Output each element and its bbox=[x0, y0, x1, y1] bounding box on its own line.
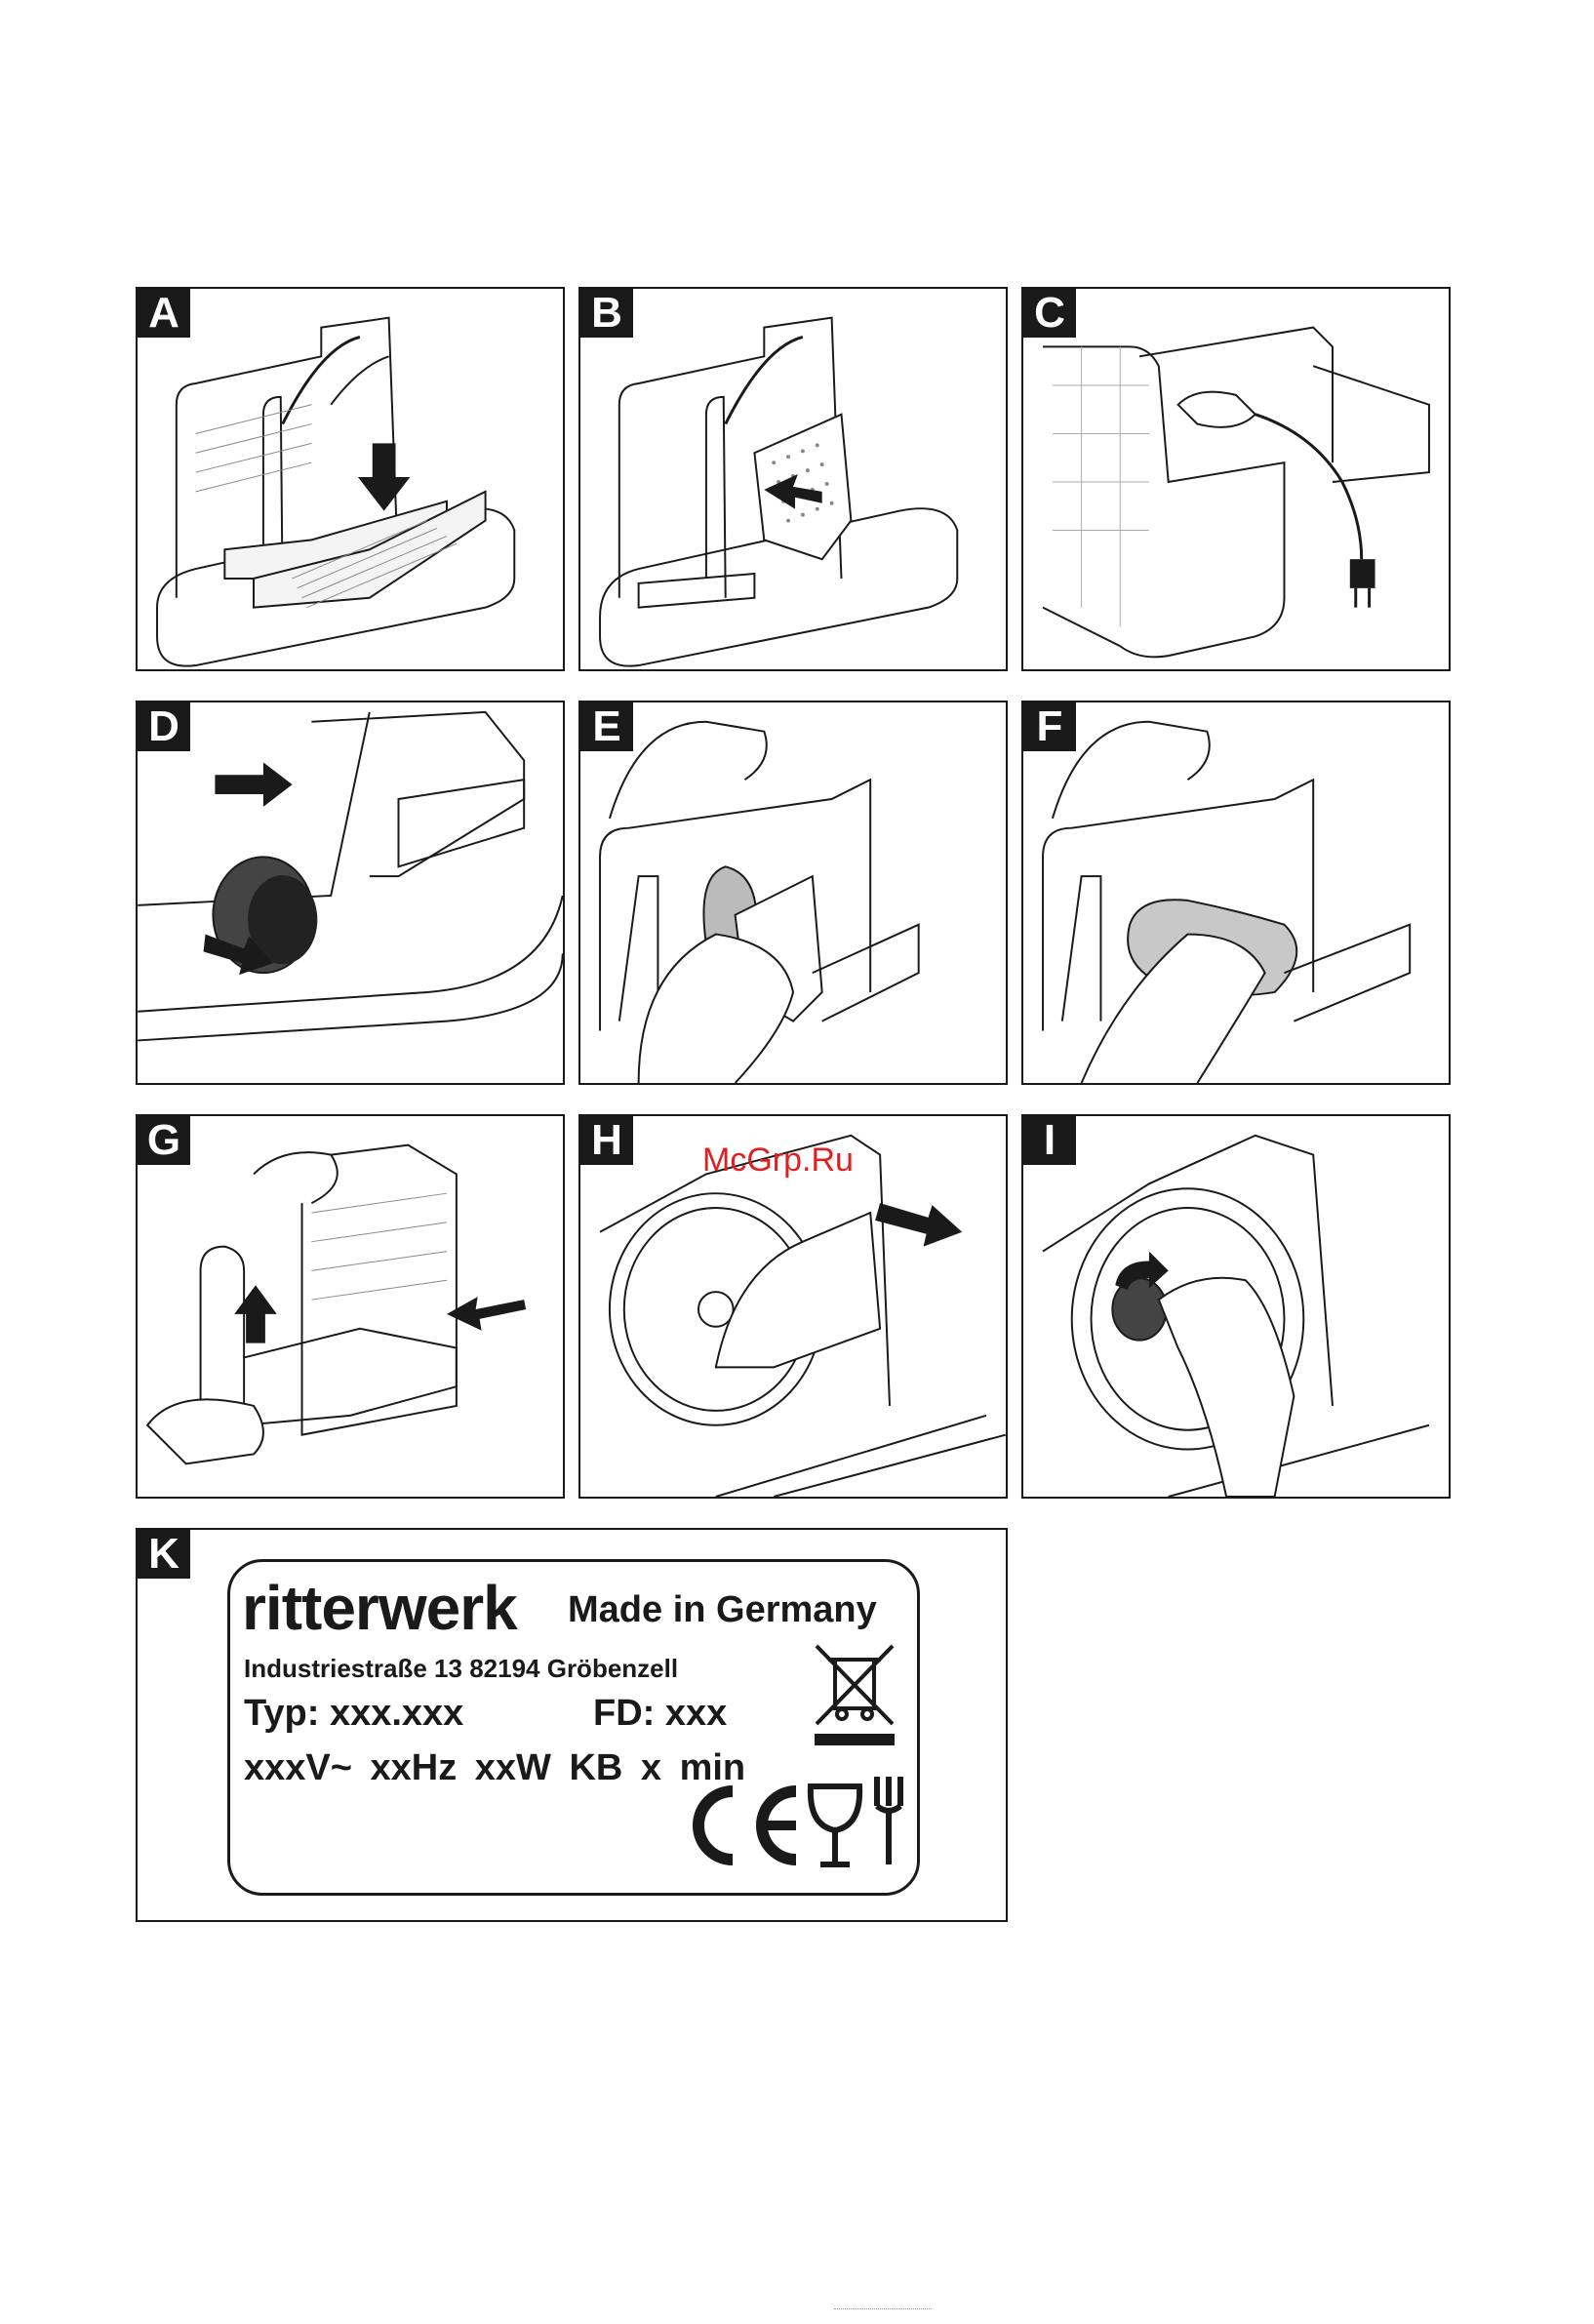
arrow-icon bbox=[358, 443, 410, 510]
panel-d: D bbox=[136, 701, 565, 1085]
panel-g: G bbox=[136, 1114, 565, 1499]
panel-letter: B bbox=[580, 289, 633, 338]
panel-c: C bbox=[1021, 287, 1451, 671]
panel-letter: C bbox=[1023, 289, 1076, 338]
food-guard bbox=[754, 415, 851, 559]
panel-b: B bbox=[578, 287, 1008, 671]
arrow-icon bbox=[215, 762, 292, 807]
slicer-guard-illustration bbox=[580, 289, 1006, 669]
panel-letter: E bbox=[580, 702, 633, 751]
page-footer-mark bbox=[834, 2308, 932, 2310]
panel-i: I bbox=[1021, 1114, 1451, 1499]
watermark: McGrp.Ru bbox=[702, 1142, 854, 1180]
panel-letter: F bbox=[1023, 702, 1076, 751]
brand-name: ritterwerk bbox=[242, 1572, 517, 1644]
panel-letter: D bbox=[138, 702, 190, 751]
panel-letter: H bbox=[580, 1116, 633, 1165]
panel-f: F bbox=[1021, 701, 1451, 1085]
food-safe-glass-fork-icon bbox=[801, 1767, 908, 1874]
thickness-dial-illustration bbox=[138, 702, 563, 1083]
made-in-label: Made in Germany bbox=[568, 1589, 877, 1631]
electrical-rating: xxxV~ xxHz xxW KB x min bbox=[244, 1747, 745, 1789]
blade-unscrew-illustration bbox=[1023, 1116, 1449, 1497]
panel-letter: I bbox=[1023, 1116, 1076, 1165]
slicer-carriage-illustration bbox=[138, 289, 563, 669]
slicing-by-hand-illustration bbox=[1023, 702, 1449, 1083]
carriage-removal-illustration bbox=[138, 1116, 563, 1497]
panel-letter: K bbox=[138, 1530, 190, 1579]
rating-label-plate: ritterwerk Made in Germany Industriestra… bbox=[227, 1559, 920, 1896]
arrow-icon bbox=[447, 1297, 526, 1331]
address-line: Industriestraße 13 82194 Gröbenzell bbox=[244, 1654, 678, 1684]
panel-a: A bbox=[136, 287, 565, 671]
panel-letter: A bbox=[138, 289, 190, 338]
slicer-cable-illustration bbox=[1023, 289, 1449, 669]
slicing-with-guard-illustration bbox=[580, 702, 1006, 1083]
arrow-icon bbox=[234, 1285, 277, 1342]
power-plug-icon bbox=[1350, 559, 1375, 607]
arrow-icon bbox=[875, 1203, 962, 1247]
panel-e: E bbox=[578, 701, 1008, 1085]
fd-field: FD: xxx bbox=[593, 1693, 727, 1735]
panel-letter: G bbox=[138, 1116, 190, 1165]
ce-mark-icon bbox=[679, 1782, 806, 1869]
type-field: Typ: xxx.xxx bbox=[244, 1693, 463, 1735]
weee-crossed-bin-icon bbox=[811, 1640, 898, 1747]
